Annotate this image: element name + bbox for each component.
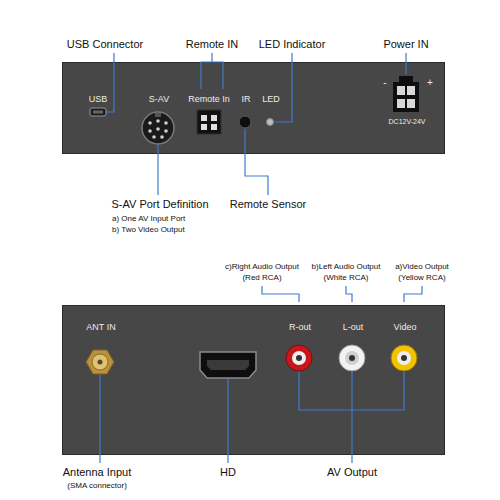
remote-in-pin — [211, 124, 217, 130]
s-av-pin — [160, 135, 164, 139]
rca-yellow — [391, 345, 417, 371]
power-pin — [397, 86, 405, 95]
rca-yellow-pin — [401, 355, 407, 361]
ir-sensor — [239, 116, 251, 128]
leader-line — [227, 379, 228, 463]
part-note: (SMA connector) — [67, 481, 127, 490]
panel-marking: LED — [262, 94, 280, 104]
panel-marking: Video — [394, 322, 417, 332]
panel-marking: R-out — [289, 322, 311, 332]
leader-line — [351, 372, 352, 463]
rca-red — [286, 345, 312, 371]
part-label: Remote IN — [186, 38, 239, 51]
leader-line — [262, 286, 299, 302]
rca-yellow-insert — [397, 351, 411, 365]
remote-in-pin — [211, 115, 217, 121]
leader-line — [405, 53, 406, 74]
s-av-pin — [156, 127, 160, 131]
remote-in-socket — [197, 110, 221, 134]
panel-marking: IR — [242, 94, 251, 104]
leader-line — [157, 145, 158, 195]
s-av-key — [155, 113, 161, 117]
sma-pin — [98, 360, 103, 365]
sma-nut — [86, 350, 114, 374]
part-note: (Red RCA) — [242, 273, 281, 282]
rear-panel: ANT IN R-out L-out Video — [62, 305, 445, 455]
panel-marking: S-AV — [149, 94, 169, 104]
port-heading: S-AV Port Definition — [111, 198, 208, 211]
s-av-socket — [142, 112, 174, 144]
part-label: AV Output — [327, 466, 377, 479]
part-label: a)Video Output — [395, 262, 449, 271]
front-panel: USB S-AV Remote In IR LED - + DC12V-24V — [62, 62, 445, 154]
remote-in-pin — [201, 124, 207, 130]
led-lamp — [267, 119, 274, 126]
leader-bracket — [201, 62, 223, 89]
s-av-pin — [156, 119, 160, 123]
s-av-pin — [148, 129, 152, 133]
leader-bracket — [299, 372, 404, 410]
hdmi-port-tongue — [207, 360, 249, 370]
remote-in-pin — [201, 115, 207, 121]
part-label: Power IN — [383, 38, 428, 51]
power-pin — [407, 99, 415, 108]
rca-white — [339, 345, 365, 371]
panel-marking: + — [427, 77, 433, 89]
part-note: (White RCA) — [324, 273, 369, 282]
part-note: (Yellow RCA) — [398, 273, 445, 282]
part-label: b)Left Audio Output — [312, 262, 381, 271]
leader-line — [346, 286, 352, 302]
panel-marking: - — [383, 77, 386, 89]
rca-red-pin — [296, 355, 302, 361]
power-socket — [393, 82, 419, 112]
port-note: a) One AV Input Port — [112, 214, 185, 223]
panel-marking: Remote In — [188, 94, 230, 104]
sma-connector — [92, 354, 108, 370]
hdmi-port — [200, 352, 256, 378]
s-av-pin — [164, 129, 168, 133]
usb-port — [90, 108, 106, 116]
panel-marking: DC12V-24V — [389, 118, 426, 126]
leader-line — [245, 129, 268, 195]
s-av-pin — [148, 121, 152, 125]
s-av-pin — [164, 121, 168, 125]
panel-marking: L-out — [343, 322, 364, 332]
panel-marking: USB — [89, 94, 108, 104]
leader-line — [404, 286, 422, 302]
usb-port-tongue — [93, 111, 103, 114]
part-label: HD — [220, 466, 236, 479]
rca-white-insert — [345, 351, 359, 365]
s-av-pin — [152, 135, 156, 139]
part-label: Remote Sensor — [230, 198, 306, 211]
panel-marking: ANT IN — [86, 322, 115, 332]
part-label: LED Indicator — [259, 38, 326, 51]
power-pin — [407, 86, 415, 95]
part-label: c)Right Audio Output — [225, 262, 299, 271]
part-label: Antenna Input — [63, 466, 132, 479]
power-pin — [397, 99, 405, 108]
leader-line — [99, 375, 100, 463]
leader-line — [275, 53, 292, 122]
rca-red-insert — [292, 351, 306, 365]
leader-line — [107, 53, 114, 112]
part-label: USB Connector — [67, 38, 143, 51]
leader-line — [211, 53, 212, 62]
port-note: b) Two Video Output — [112, 225, 185, 234]
power-socket-latch — [399, 76, 413, 82]
rca-white-pin — [349, 355, 355, 361]
